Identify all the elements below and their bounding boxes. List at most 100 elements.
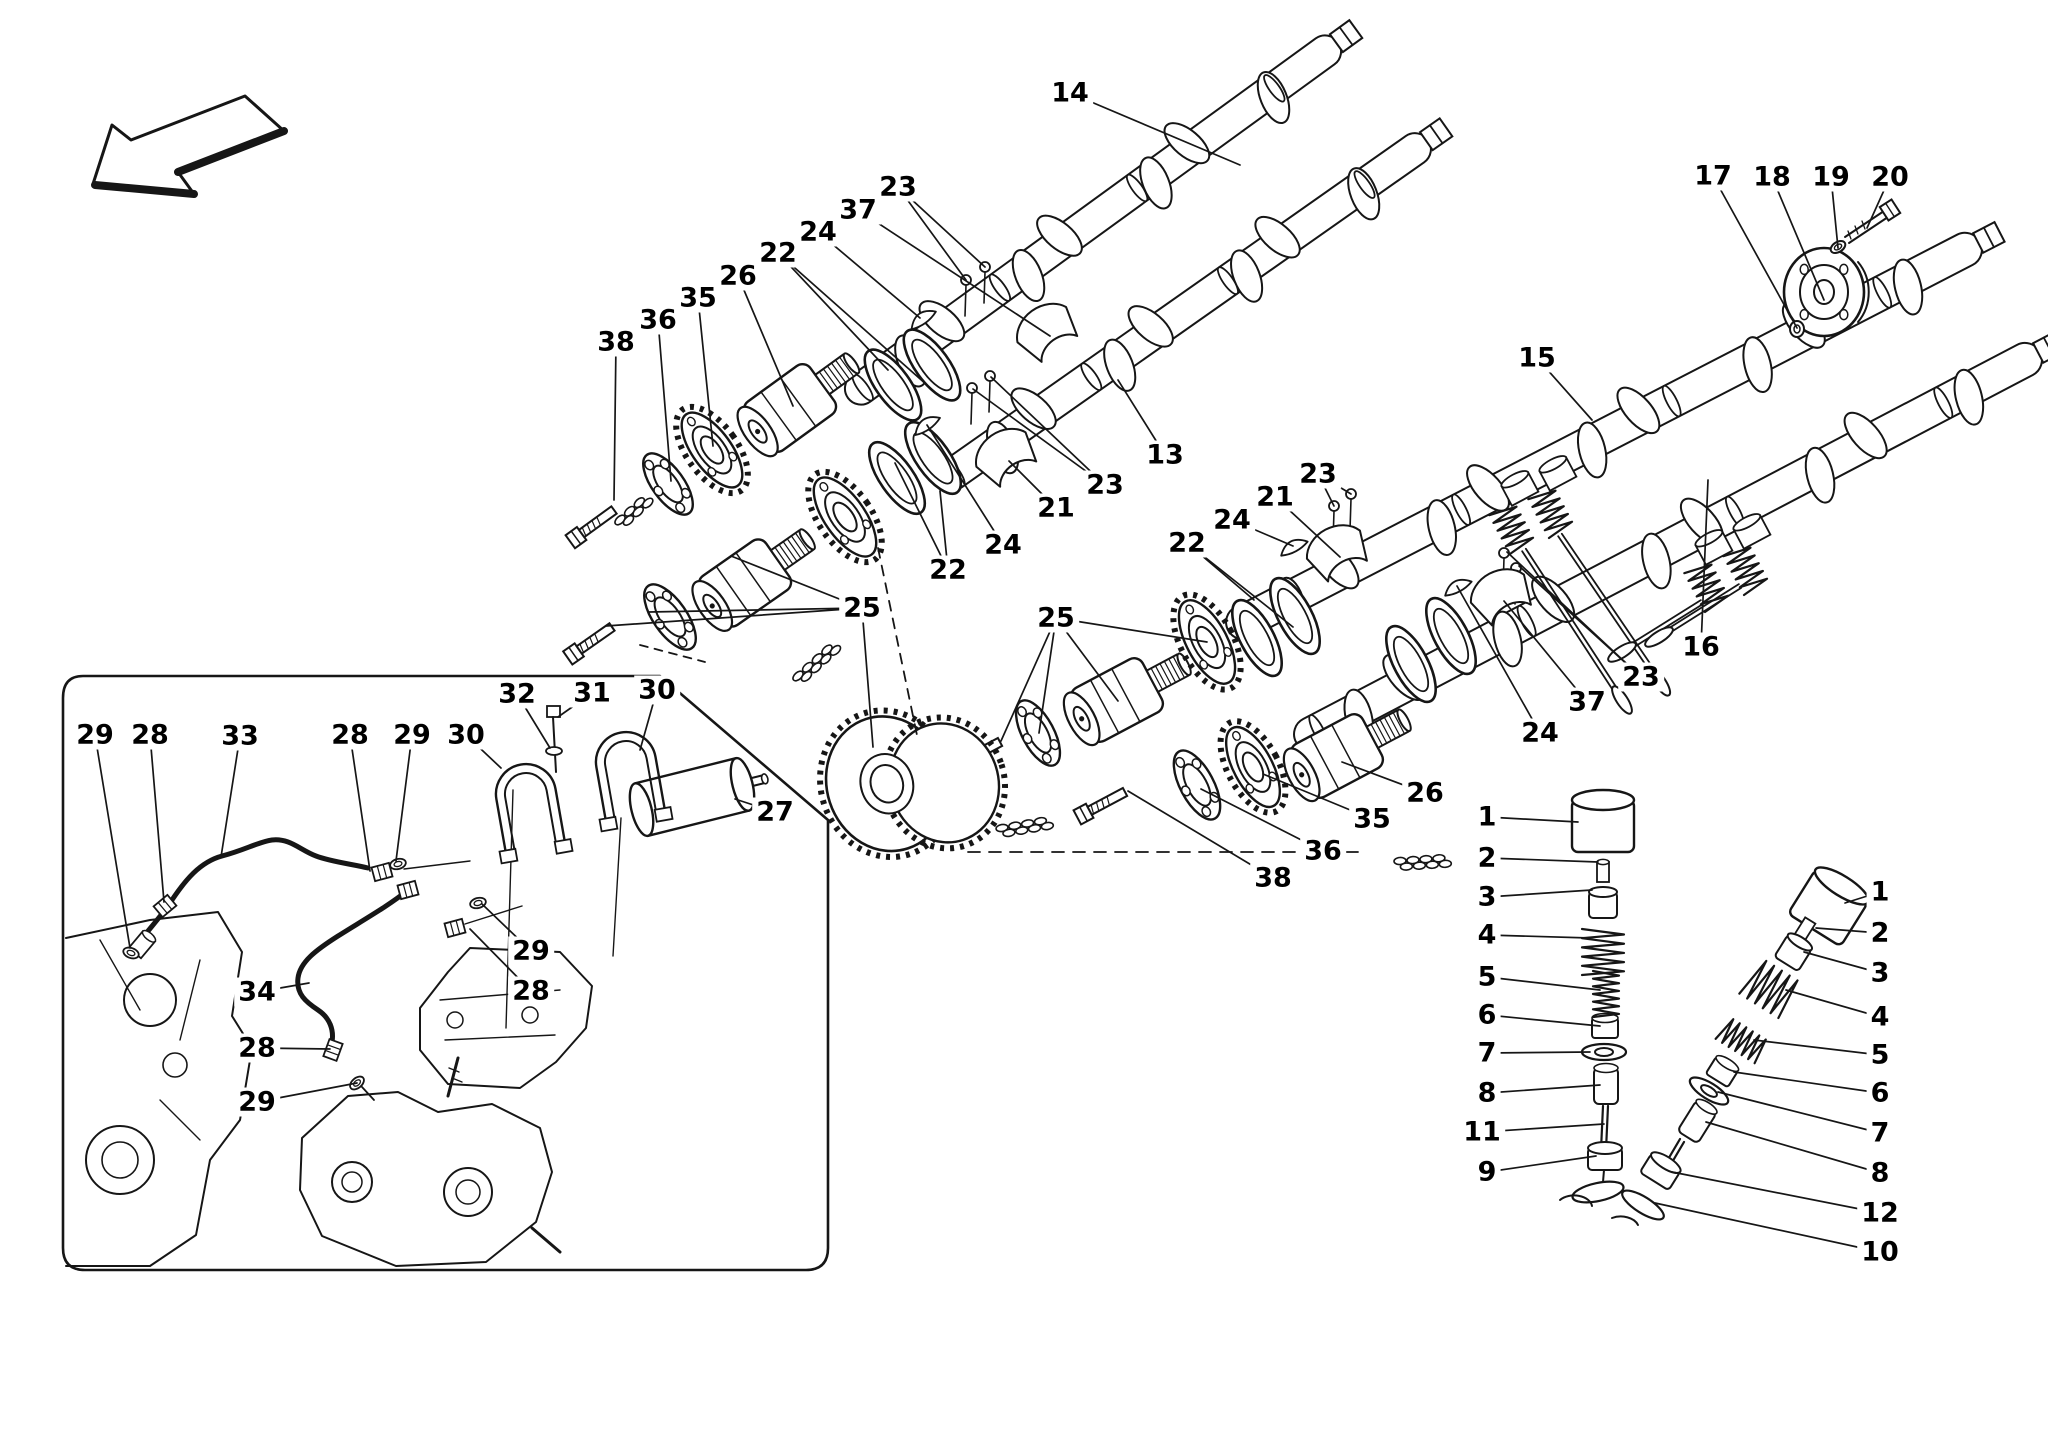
part-label-38: 38 <box>593 327 639 357</box>
part-label-4: 4 <box>1473 920 1501 950</box>
part-label-30: 30 <box>634 675 680 705</box>
pipe-clamp <box>594 730 674 833</box>
part-label-7: 7 <box>1866 1118 1894 1148</box>
flange <box>642 452 694 516</box>
part-label-30: 30 <box>443 720 489 750</box>
part-label-22: 22 <box>925 555 971 585</box>
engine-block-sketch <box>65 911 253 1267</box>
part-label-34: 34 <box>234 977 280 1007</box>
part-label-23: 23 <box>1082 470 1128 500</box>
valve-stack-right <box>1611 866 1870 1226</box>
inset-box <box>61 674 830 1272</box>
bearing-sleeve <box>975 427 1038 488</box>
sprocket <box>805 468 885 566</box>
part-label-1: 1 <box>1866 877 1894 907</box>
part-label-28: 28 <box>234 1033 280 1063</box>
cam-variator <box>1282 708 1412 803</box>
part-label-12: 12 <box>1857 1198 1903 1228</box>
sprocket <box>673 403 751 497</box>
part-label-10: 10 <box>1857 1237 1903 1267</box>
part-label-5: 5 <box>1473 962 1501 992</box>
valve <box>1644 583 1743 648</box>
part-label-24: 24 <box>980 530 1026 560</box>
part-label-22: 22 <box>755 238 801 268</box>
seal-ring <box>1385 624 1437 704</box>
valve-spring <box>1527 489 1574 540</box>
pipe-union <box>370 861 394 883</box>
part-label-22: 22 <box>1164 528 1210 558</box>
leader-lines <box>94 92 1891 1253</box>
timing-cover-sketch <box>299 1056 562 1267</box>
part-label-2: 2 <box>1473 843 1501 873</box>
seal-ring <box>863 348 923 422</box>
part-label-24: 24 <box>1209 505 1255 535</box>
part-label-1: 1 <box>1473 802 1501 832</box>
oil-cylinder <box>628 756 769 838</box>
part-label-7: 7 <box>1473 1038 1501 1068</box>
part-label-11: 11 <box>1459 1117 1505 1147</box>
camshaft-14 <box>843 18 1364 406</box>
pipe-union <box>396 879 420 901</box>
flange <box>1014 699 1062 767</box>
chain-links <box>792 644 842 683</box>
part-label-32: 32 <box>494 679 540 709</box>
part-label-16: 16 <box>1678 632 1724 662</box>
cam-variator <box>736 352 861 458</box>
part-label-8: 8 <box>1866 1158 1894 1188</box>
part-label-23: 23 <box>875 172 921 202</box>
part-label-29: 29 <box>389 720 435 750</box>
bearing-sleeve <box>1469 568 1532 627</box>
part-label-13: 13 <box>1142 440 1188 470</box>
chain-links <box>995 816 1055 838</box>
part-label-9: 9 <box>1473 1157 1501 1187</box>
part-label-26: 26 <box>1402 778 1448 808</box>
part-label-28: 28 <box>327 720 373 750</box>
valve-spring <box>1591 969 1621 1019</box>
part-label-6: 6 <box>1473 1000 1501 1030</box>
part-label-3: 3 <box>1866 958 1894 988</box>
valve <box>1521 547 1633 715</box>
part-label-36: 36 <box>1300 836 1346 866</box>
part-label-29: 29 <box>508 936 554 966</box>
part-label-28: 28 <box>127 720 173 750</box>
part-label-21: 21 <box>1252 482 1298 512</box>
bearing-sleeve <box>1016 302 1079 363</box>
part-label-24: 24 <box>1517 718 1563 748</box>
pipe-clamp <box>494 762 574 865</box>
valve-spring <box>1580 927 1626 977</box>
bolt <box>561 621 616 666</box>
part-label-23: 23 <box>1618 662 1664 692</box>
bolt <box>1072 786 1129 826</box>
valve-spring <box>1738 959 1799 1020</box>
valve-spring <box>1714 1018 1767 1065</box>
part-label-31: 31 <box>569 678 615 708</box>
part-label-14: 14 <box>1047 78 1093 108</box>
part-label-25: 25 <box>839 593 885 623</box>
part-label-20: 20 <box>1867 162 1913 192</box>
part-label-4: 4 <box>1866 1002 1894 1032</box>
chain-links <box>1393 853 1453 871</box>
seal-ring <box>1231 598 1283 678</box>
seal-ring <box>1425 596 1477 676</box>
flange <box>1172 749 1222 821</box>
part-label-25: 25 <box>1033 603 1079 633</box>
pipe-union <box>443 917 467 939</box>
seal-ring <box>1269 576 1321 656</box>
part-label-37: 37 <box>835 195 881 225</box>
part-label-17: 17 <box>1690 161 1736 191</box>
part-label-29: 29 <box>234 1087 280 1117</box>
part-label-15: 15 <box>1514 343 1560 373</box>
direction-arrow-icon <box>91 94 288 198</box>
camshaft-16 <box>1293 330 2048 753</box>
seal-ring <box>902 328 962 402</box>
chain-links <box>614 497 654 527</box>
pipe-union <box>322 1037 344 1063</box>
part-label-2: 2 <box>1866 918 1894 948</box>
part-label-24: 24 <box>795 217 841 247</box>
part-label-29: 29 <box>72 720 118 750</box>
seal-ring <box>903 420 963 496</box>
part-label-3: 3 <box>1473 882 1501 912</box>
valve-stack-left <box>1559 788 1636 1207</box>
